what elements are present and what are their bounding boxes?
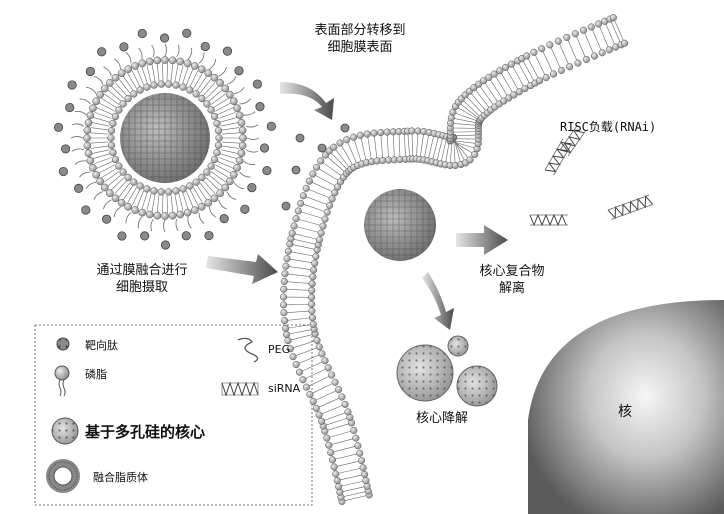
legend-phospholipid: 磷脂 xyxy=(85,368,107,381)
label-surface-transfer-line1: 表面部分转移到 xyxy=(314,23,406,38)
label-surface-transfer: 表面部分转移到 细胞膜表面 xyxy=(300,22,420,56)
sirna-duplexes xyxy=(529,125,654,227)
process-arrows xyxy=(206,82,508,330)
nucleus-graphic xyxy=(528,300,724,514)
arrow-fusion-uptake xyxy=(206,254,278,284)
label-core-degradation: 核心降解 xyxy=(415,411,468,426)
sirna-icon xyxy=(221,381,259,397)
arrow-core-degradation xyxy=(422,272,454,330)
label-core-release-line2: 解离 xyxy=(498,281,525,296)
label-fusion-uptake-line1: 通过膜融合进行 xyxy=(96,263,188,278)
label-fusion-uptake-line2: 细胞摄取 xyxy=(115,280,168,295)
legend-targeting-peptide: 靶向肽 xyxy=(85,339,118,352)
targeting-peptide-icon xyxy=(56,337,70,351)
label-core-release-line1: 核心复合物 xyxy=(479,264,545,279)
legend-porous-silicon-core: 基于多孔硅的核心 xyxy=(85,423,206,441)
legend-sirna: siRNA xyxy=(268,382,301,395)
legend-box xyxy=(34,324,313,506)
legend-peg: PEG xyxy=(268,343,291,356)
degraded-core-fragments xyxy=(396,335,498,407)
legend-fusogenic-liposome: 融合脂质体 xyxy=(93,471,148,484)
label-core-release: 核心复合物 解离 xyxy=(462,263,562,297)
legend-icons xyxy=(46,337,259,493)
label-risc: RISC负载(RNAi) xyxy=(560,120,657,134)
released-core-graphic xyxy=(364,189,436,261)
arrow-surface-transfer xyxy=(280,82,334,120)
label-fusion-uptake: 通过膜融合进行 细胞摄取 xyxy=(82,262,202,296)
fusogenic-liposome-icon xyxy=(46,459,80,493)
porous-silicon-core-icon xyxy=(51,417,79,445)
phospholipid-icon xyxy=(54,365,70,397)
fusogenic-liposome-graphic xyxy=(53,28,276,250)
peg-icon xyxy=(237,337,259,363)
label-nucleus: 核 xyxy=(618,404,632,420)
cell-membrane-graphic xyxy=(280,14,629,505)
label-surface-transfer-line2: 细胞膜表面 xyxy=(327,40,393,55)
arrow-core-release xyxy=(456,225,508,255)
